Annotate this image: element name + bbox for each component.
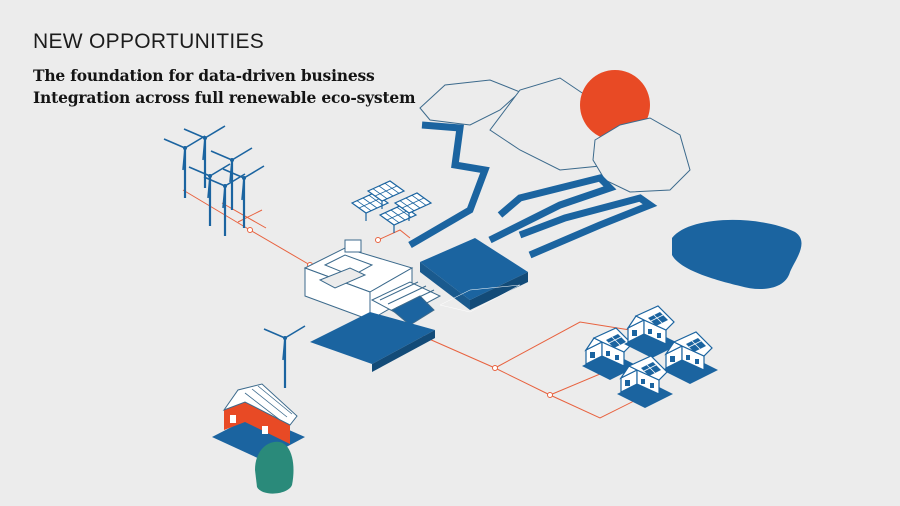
page-title: NEW OPPORTUNITIES: [33, 30, 265, 53]
connector-node: [547, 392, 553, 398]
wind-turbine-icon: [182, 124, 227, 190]
solar-array: [351, 180, 432, 234]
wind-turbine-icon: [162, 134, 207, 200]
river-icon: [310, 312, 435, 364]
connector-node: [492, 365, 498, 371]
connector-node: [375, 237, 381, 243]
cloud-mountain-icon: [592, 117, 691, 193]
subtitle-line-2: Integration across full renewable eco-sy…: [33, 88, 416, 107]
house-cluster: [581, 305, 719, 409]
subtitle-line-1: The foundation for data-driven business: [33, 66, 375, 85]
lake-icon: [672, 219, 802, 290]
wind-turbine-icon: [262, 324, 307, 390]
tree-icon: [255, 441, 294, 494]
data-center-icon: [420, 238, 528, 313]
wind-farm: [162, 124, 266, 238]
hydro-plant-icon: [303, 239, 442, 326]
barn-icon: [212, 383, 305, 460]
water-channel: [408, 121, 658, 259]
mountain-icon: [419, 77, 611, 171]
connector-node: [247, 227, 253, 233]
wind-turbine-icon: [209, 146, 254, 212]
